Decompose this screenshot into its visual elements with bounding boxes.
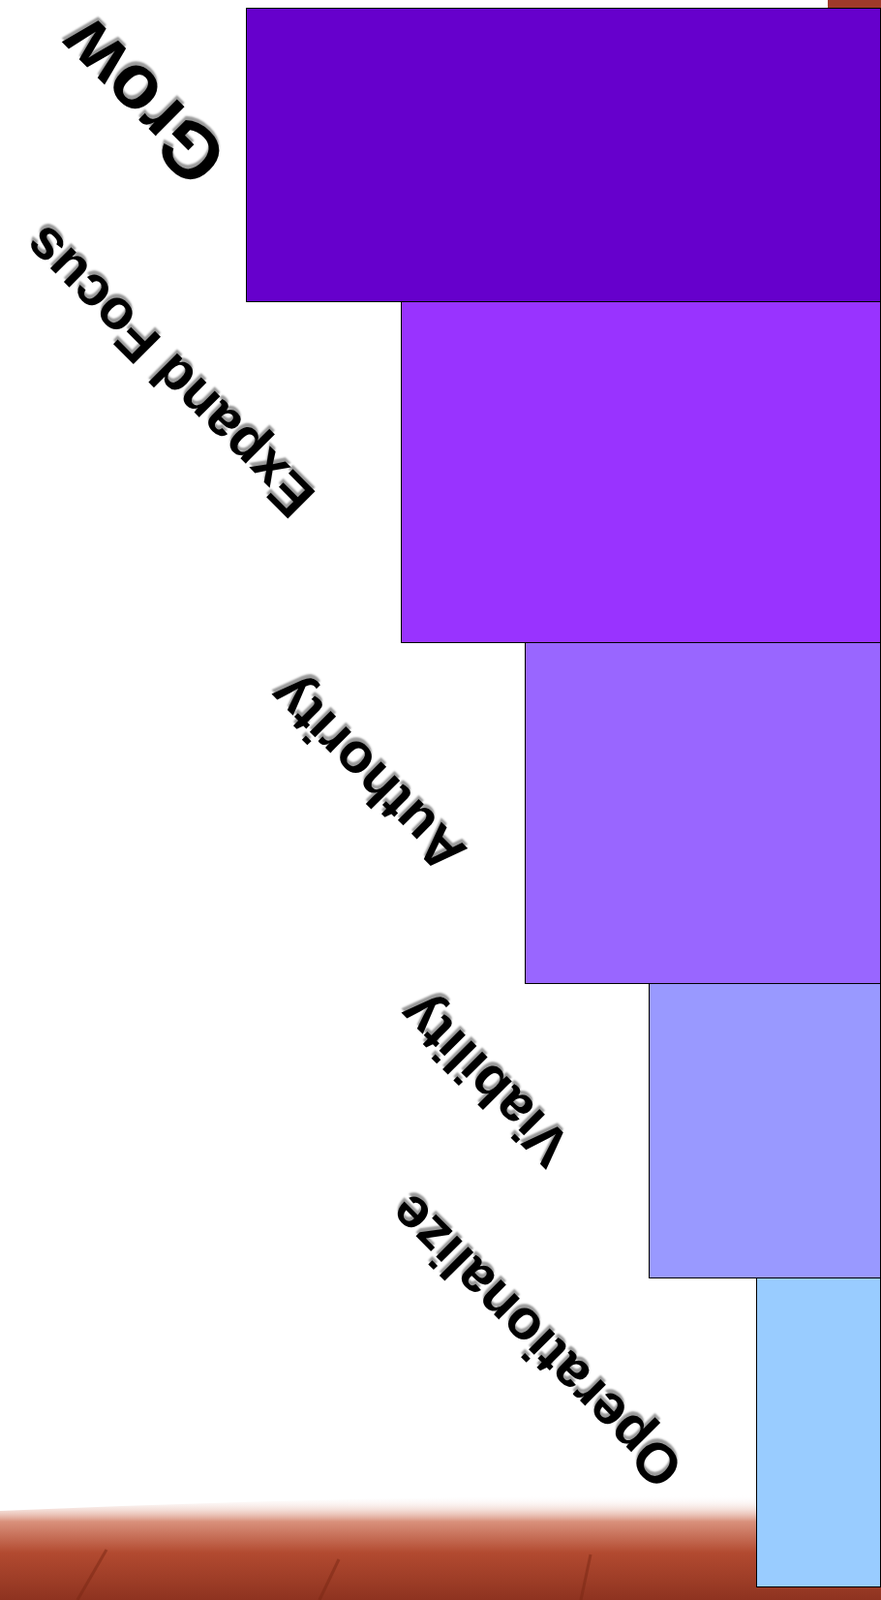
step-bar: Operationalize xyxy=(756,1276,881,1587)
step-label: Viability xyxy=(388,984,580,1177)
step-bar: Grow xyxy=(245,7,881,303)
step-label: Authority xyxy=(258,666,475,882)
bar-fill xyxy=(756,1276,881,1587)
step-label: Operationalize xyxy=(378,1184,693,1498)
step-bar: Authority xyxy=(524,641,881,984)
bar-fill xyxy=(524,641,881,984)
floor-texture xyxy=(77,1549,591,1600)
step-label: Grow xyxy=(44,3,240,199)
floor-band xyxy=(0,1494,881,1600)
corner-fragment xyxy=(827,0,881,8)
bar-fill xyxy=(400,301,881,643)
step-bar: Viability xyxy=(648,982,881,1278)
bar-fill xyxy=(245,7,881,303)
step-bar: Expand Focus xyxy=(400,301,881,643)
bar-fill xyxy=(648,982,881,1278)
